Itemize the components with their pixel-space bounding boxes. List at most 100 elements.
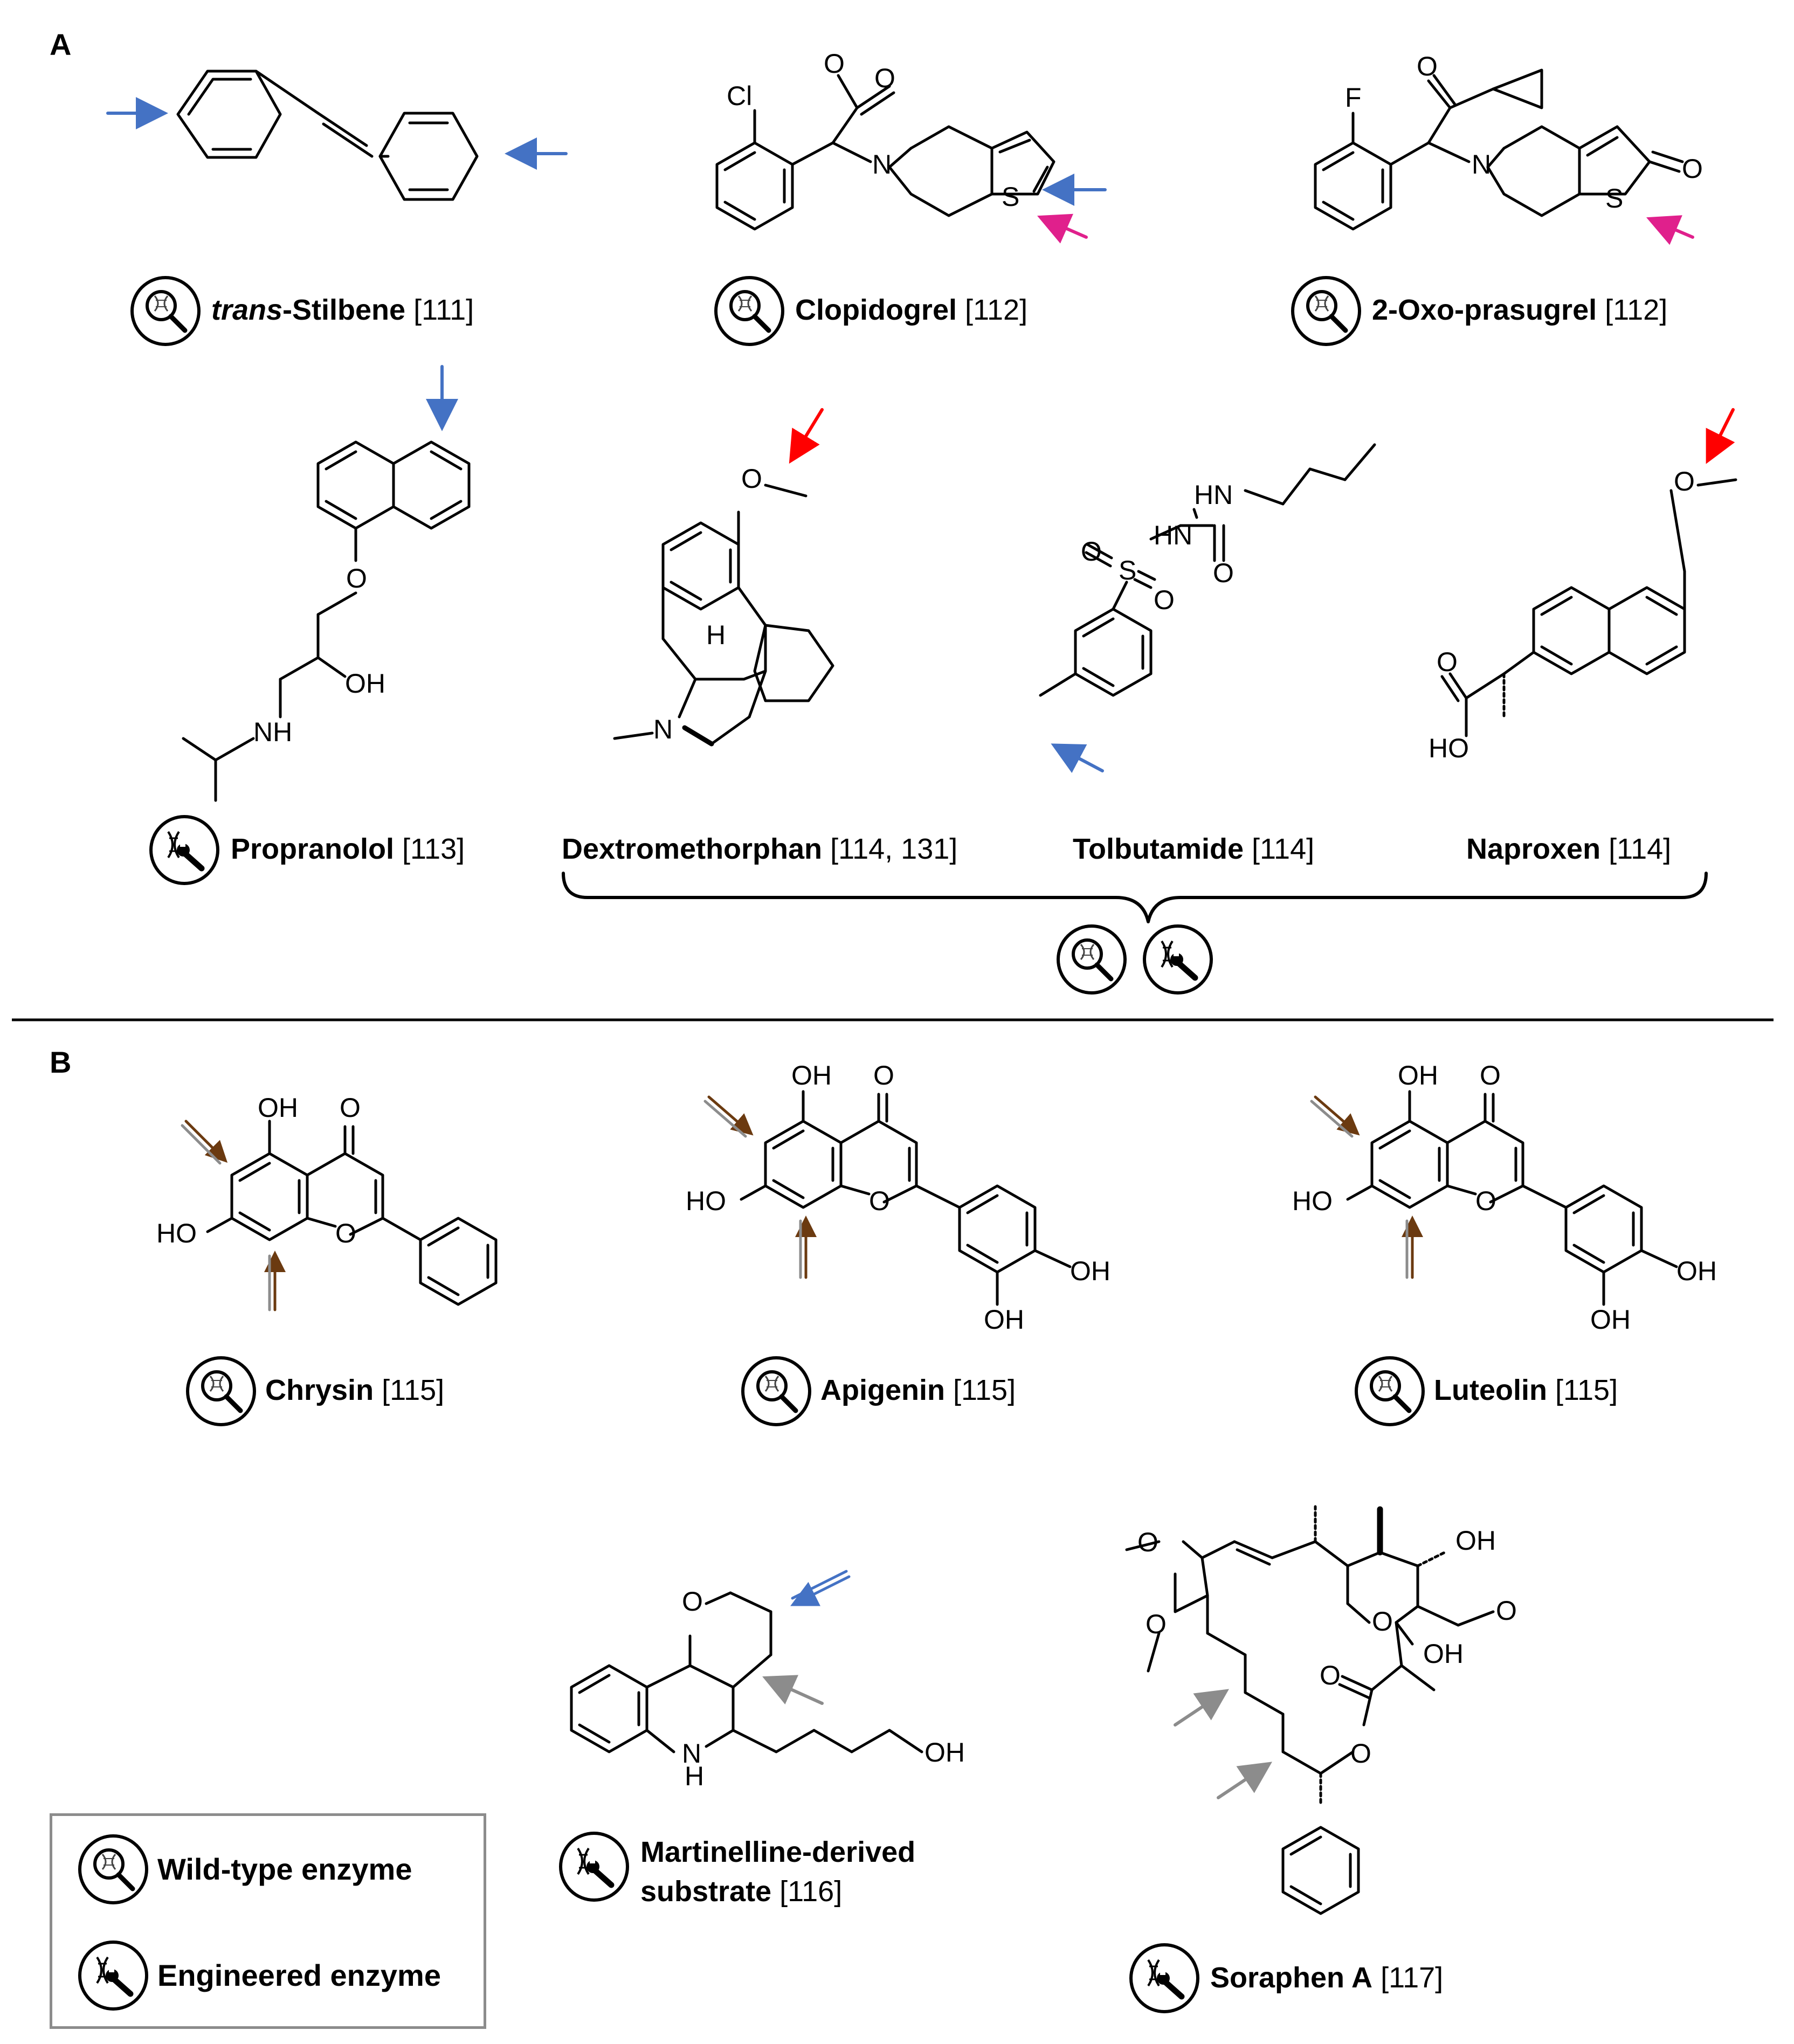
label-dextromethorphan: Dextromethorphan [114, 131] xyxy=(562,833,958,865)
atom-hn-tolbutamide-upper: HN xyxy=(1194,480,1233,510)
atom-oh-martinelline: OH xyxy=(924,1737,965,1767)
structure-naproxen xyxy=(1440,478,1737,737)
arrow-gray-soraphen-lower xyxy=(1217,1762,1272,1799)
wrench-dna-icon xyxy=(1144,926,1211,993)
atom-o-soraphen-ester: O xyxy=(1350,1738,1371,1769)
atom-labels: Cl O O N S F O N S O O OH NH O H N S O O… xyxy=(156,49,1717,1791)
atom-h-martinelline: H xyxy=(685,1761,704,1791)
atom-o-tolbutamide-urea: O xyxy=(1213,558,1234,588)
atom-o-clopidogrel-ester: O xyxy=(824,49,845,79)
atom-o-propranolol: O xyxy=(346,563,367,593)
atom-n-prasugrel: N xyxy=(1472,149,1491,179)
label-luteolin: Luteolin [115] xyxy=(1434,1374,1618,1406)
label-tolbutamide: Tolbutamide [114] xyxy=(1073,833,1315,865)
structure-martinelline-substrate xyxy=(570,1591,923,1753)
label-chrysin: Chrysin [115] xyxy=(265,1374,445,1406)
atom-o-naproxen-carbonyl: O xyxy=(1437,647,1458,677)
magnifier-dna-icon xyxy=(716,278,783,344)
structure-trans-stilbene xyxy=(176,70,479,201)
atom-oh-luteolin-5: OH xyxy=(1398,1060,1438,1090)
atom-o-martinelline: O xyxy=(682,1586,703,1617)
arrows-brown-chrysin xyxy=(181,1120,286,1311)
atom-cl: Cl xyxy=(727,81,752,111)
structure-tolbutamide xyxy=(1039,443,1376,697)
atom-o-apigenin-ring: O xyxy=(869,1186,890,1216)
structure-soraphen-a xyxy=(1125,1505,1495,1915)
structure-luteolin xyxy=(1346,1090,1678,1306)
atom-oh-chrysin-5: OH xyxy=(258,1093,298,1123)
atom-o-prasugrel-lactone: O xyxy=(1682,154,1703,184)
arrow-blue-martinelline xyxy=(790,1570,851,1606)
arrow-gray-soraphen-upper xyxy=(1174,1689,1229,1727)
structure-dextromethorphan xyxy=(613,484,834,747)
structure-propranolol xyxy=(182,440,471,802)
atom-oh-soraphen-lower: OH xyxy=(1423,1639,1464,1669)
label-trans-stilbene: trans-Stilbene [111] xyxy=(211,294,474,326)
atom-n-clopidogrel: N xyxy=(872,149,892,179)
atom-ho-chrysin-7: HO xyxy=(156,1218,197,1248)
atom-o-luteolin-ring: O xyxy=(1475,1186,1496,1216)
atom-o-luteolin-4: O xyxy=(1480,1060,1501,1090)
structure-apigenin xyxy=(740,1090,1072,1306)
atom-o-naproxen-ether: O xyxy=(1674,466,1695,496)
arrow-blue-tolbutamide xyxy=(1051,743,1104,773)
label-soraphen-a: Soraphen A [117] xyxy=(1210,1962,1444,1994)
legend-engineered-label: Engineered enzyme xyxy=(157,1958,441,1992)
atom-oh-soraphen-upper: OH xyxy=(1455,1525,1496,1556)
atom-o-soraphen-methoxy-1: O xyxy=(1137,1527,1158,1557)
label-apigenin: Apigenin [115] xyxy=(820,1374,1016,1406)
magnifier-dna-icon xyxy=(1293,278,1360,344)
atom-hn-tolbutamide-lower: HN xyxy=(1154,520,1192,550)
magnifier-dna-icon xyxy=(132,278,199,344)
atom-s-tolbutamide: S xyxy=(1119,555,1136,585)
magnifier-dna-icon xyxy=(1356,1358,1423,1425)
atom-s-clopidogrel: S xyxy=(1002,182,1019,212)
atom-oh-luteolin-3p: OH xyxy=(1590,1304,1631,1335)
atom-nh-propranolol: NH xyxy=(253,717,292,747)
panel-letter-a: A xyxy=(50,27,71,61)
atom-h-dextromethorphan: H xyxy=(706,620,726,650)
legend xyxy=(50,1813,486,2029)
atom-ho-naproxen: HO xyxy=(1429,733,1469,763)
wrench-dna-icon xyxy=(561,1833,627,1900)
atom-o-soraphen-methoxy-3: O xyxy=(1496,1596,1517,1626)
atom-o-soraphen-carbonyl: O xyxy=(1320,1660,1341,1690)
arrow-magenta-clopidogrel xyxy=(1037,213,1088,244)
wrench-dna-icon xyxy=(151,817,218,883)
atom-o-soraphen-pyran: O xyxy=(1372,1606,1393,1636)
structure-chrysin xyxy=(206,1120,498,1306)
wrench-dna-icon xyxy=(1131,1945,1198,2012)
panel-letter-b: B xyxy=(50,1045,71,1079)
atom-ho-luteolin-7: HO xyxy=(1292,1186,1333,1216)
atom-ho-apigenin-7: HO xyxy=(686,1186,726,1216)
atom-f: F xyxy=(1345,82,1362,113)
atom-o-prasugrel-ketone: O xyxy=(1417,51,1438,81)
arrow-magenta-prasugrel xyxy=(1646,215,1694,245)
magnifier-dna-icon xyxy=(1058,926,1125,993)
atom-o-apigenin-4: O xyxy=(873,1060,894,1090)
arrows-brown-luteolin xyxy=(1310,1095,1423,1279)
atom-oh-propranolol: OH xyxy=(345,668,385,699)
atom-oh-apigenin-5: OH xyxy=(791,1060,832,1090)
atom-o-clopidogrel-carbonyl: O xyxy=(874,63,895,93)
atom-o-tolbutamide-left: O xyxy=(1081,536,1102,567)
arrow-red-dextromethorphan xyxy=(789,408,824,464)
atom-o-tolbutamide-right: O xyxy=(1154,585,1175,615)
atom-n-martinelline: N xyxy=(682,1738,701,1769)
atom-o-chrysin-ring: O xyxy=(335,1218,356,1248)
structure-2-oxo-prasugrel xyxy=(1314,68,1684,231)
arrow-red-naproxen xyxy=(1706,408,1735,464)
label-naproxen: Naproxen [114] xyxy=(1466,833,1672,865)
magnifier-dna-icon xyxy=(743,1358,810,1425)
label-propranolol: Propranolol [113] xyxy=(231,833,465,865)
atom-oh-apigenin-4p: OH xyxy=(1070,1256,1110,1286)
label-martinelline-substrate: Martinelline-derived substrate [116] xyxy=(640,1836,916,1908)
brace-panel-a xyxy=(562,872,1708,923)
atom-n-dextromethorphan: N xyxy=(653,714,673,744)
legend-wild-type-label: Wild-type enzyme xyxy=(157,1852,412,1886)
atom-o-soraphen-methoxy-2: O xyxy=(1146,1609,1167,1639)
structure-clopidogrel xyxy=(715,74,1055,231)
atom-o-chrysin-4: O xyxy=(340,1093,361,1123)
atom-o-dextromethorphan: O xyxy=(741,464,762,494)
